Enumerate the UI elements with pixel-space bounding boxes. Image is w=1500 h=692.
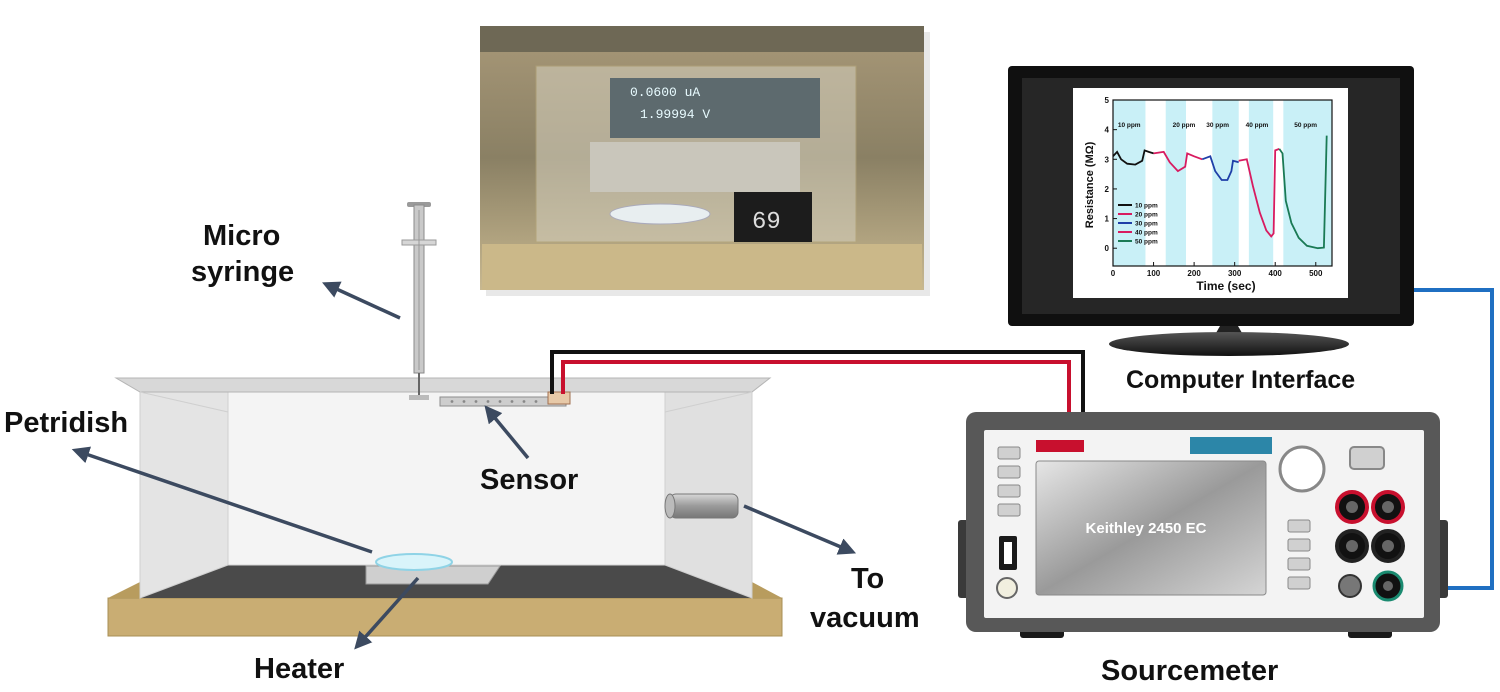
chart-series-line [1201, 155, 1239, 181]
chart-series-line [1238, 148, 1280, 238]
label-sensor: Sensor [480, 464, 579, 496]
wires [550, 288, 1494, 590]
chamber [107, 377, 783, 637]
wire-black [550, 350, 1085, 415]
label-syringe: syringe [191, 256, 295, 288]
chart-x-tick-label: 500 [1309, 269, 1323, 278]
heater [365, 565, 501, 585]
chart-y-tick-label: 2 [1105, 185, 1110, 194]
chart-x-tick-label: 400 [1269, 269, 1283, 278]
wire-blue [1413, 288, 1494, 590]
chart-band [1113, 100, 1146, 266]
label-computer-interface: Computer Interface [1126, 366, 1356, 394]
chart-band-label: 30 ppm [1206, 122, 1229, 129]
chart-legend-label: 30 ppm [1135, 221, 1158, 228]
sourcemeter-left-buttons [997, 446, 1021, 517]
chart-series-line [1153, 150, 1203, 173]
monitor-stand [1109, 332, 1349, 356]
chart-band-label: 10 ppm [1118, 122, 1141, 129]
label-petridish: Petridish [4, 407, 129, 439]
arrow-petridish [71, 446, 373, 554]
arrow-heater [354, 576, 420, 650]
chart-series-line [1112, 149, 1154, 166]
chart-y-tick-label: 4 [1105, 126, 1110, 135]
chamber-base [107, 597, 783, 637]
chamber-lid [114, 377, 772, 393]
chart-series [1112, 135, 1328, 250]
chamber-right-wall [664, 384, 753, 599]
resistance-chart: 0 100 200 300 400 500 0 1 2 3 4 5 10 ppm 20 ppm 30 pp… [1084, 96, 1333, 293]
sourcemeter-right-buttons [1287, 519, 1311, 590]
chart-band-label: 20 ppm [1173, 122, 1196, 129]
photo-current-readout: 0.0600 uA [630, 85, 700, 100]
sourcemeter-blue-label [1190, 437, 1272, 454]
sourcemeter-knob [1278, 445, 1326, 493]
photo-voltage-readout: 1.99994 V [640, 107, 710, 122]
wire-red [561, 360, 1071, 415]
chart-y-tick-label: 3 [1105, 155, 1110, 164]
sourcemeter-red-label [1036, 440, 1084, 452]
chart-axes: 0 100 200 300 400 500 0 1 2 3 4 5 [1105, 96, 1333, 278]
sensor-dots [450, 400, 538, 403]
chart-band-label: 50 ppm [1294, 122, 1317, 129]
chart-legend-label: 10 ppm [1135, 203, 1158, 210]
arrow-micro-syringe [322, 281, 401, 320]
chamber-back-wall [227, 384, 666, 566]
petridish [375, 553, 453, 571]
sourcemeter-screen [1035, 460, 1267, 596]
chart-band [1165, 100, 1186, 266]
label-micro: Micro [203, 220, 281, 252]
chart-x-tick-label: 200 [1187, 269, 1201, 278]
label-sourcemeter: Sourcemeter [1101, 655, 1279, 687]
power-button [996, 577, 1018, 599]
sourcemeter: Keithley 2450 EC [958, 412, 1448, 638]
chart-series-line [1278, 135, 1328, 250]
chart-legend-label: 40 ppm [1135, 230, 1158, 237]
vacuum-port [669, 493, 739, 519]
label-vacuum: vacuum [810, 602, 920, 634]
chart-y-tick-label: 5 [1105, 96, 1110, 105]
setup-photo: 69 0.0600 uA 1.99994 V [480, 26, 930, 296]
chart-x-tick-label: 100 [1147, 269, 1161, 278]
sourcemeter-screen-text: Keithley 2450 EC [1086, 520, 1207, 537]
sourcemeter-terminals [1335, 490, 1405, 602]
photo-thermometer-readout: 69 [752, 209, 781, 236]
chart-legend-label: 20 ppm [1135, 212, 1158, 219]
chart-ylabel: Resistance (MΩ) [1084, 141, 1096, 228]
chart-xlabel: Time (sec) [1196, 279, 1255, 293]
micro-syringe [401, 202, 437, 400]
chart-legend: 10 ppm 20 ppm 30 ppm 40 ppm 50 ppm [1118, 203, 1158, 246]
label-to: To [851, 563, 885, 595]
pointer-arrows [71, 281, 857, 650]
chart-band-label: 40 ppm [1246, 122, 1269, 129]
monitor: 0 100 200 300 400 500 0 1 2 3 4 5 10 ppm 20 ppm 30 pp… [1008, 66, 1414, 356]
sourcemeter-top-button [1349, 446, 1385, 470]
chart-legend-label: 50 ppm [1135, 239, 1158, 246]
chart-band [1212, 100, 1239, 266]
chart-band-labels: 10 ppm 20 ppm 30 ppm 40 ppm 50 ppm [1118, 122, 1317, 129]
sensor-clip [547, 391, 571, 405]
chart-y-tick-label: 1 [1105, 215, 1110, 224]
chart-bands [1113, 100, 1332, 266]
chart-x-tick-label: 0 [1111, 269, 1116, 278]
chart-x-tick-label: 300 [1228, 269, 1242, 278]
arrow-sensor [484, 405, 530, 460]
sensor [439, 396, 567, 407]
chart-frame [1112, 99, 1333, 267]
arrow-to-vacuum [743, 504, 857, 555]
chart-y-tick-label: 0 [1105, 244, 1110, 253]
label-heater: Heater [254, 653, 345, 685]
chamber-left-wall [139, 384, 229, 599]
